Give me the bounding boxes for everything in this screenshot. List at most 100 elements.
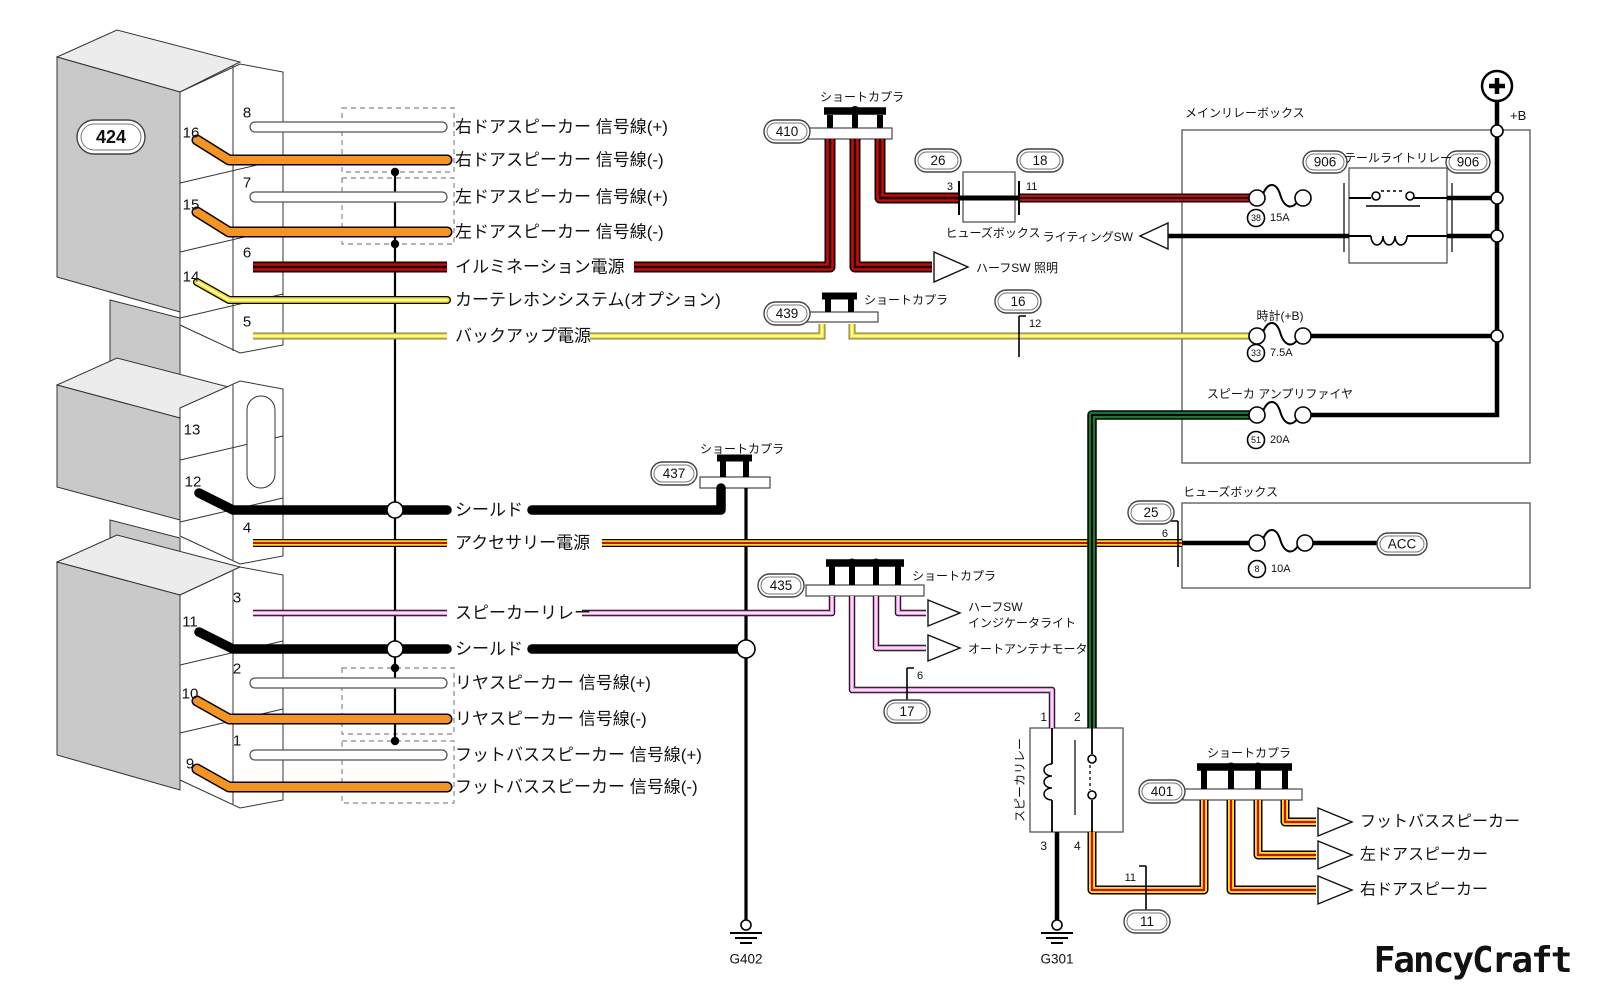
speaker-relay-label: スピーカリレー (1013, 738, 1027, 822)
fancycraft-logo: FancyCraft (1374, 940, 1571, 981)
fuse-box1-label: ヒューズボックス (945, 225, 1040, 240)
auto-antenna-arrow (927, 633, 962, 663)
ground-g301-icon (1041, 919, 1073, 944)
wire-amplifier-green (1087, 410, 1250, 728)
fuse-38-rating: 15A (1270, 212, 1290, 224)
footbass-speaker-label: フットバススピーカー (1360, 814, 1520, 831)
coupler-401-id: 401 (1151, 784, 1174, 799)
pin-10: 10 (182, 686, 199, 703)
lighting-sw-label: ライティングSW (1043, 230, 1134, 244)
plug-17-pin: 6 (917, 670, 923, 682)
plug-25-id: 25 (1143, 505, 1158, 520)
relay-pin-2: 2 (1074, 710, 1081, 724)
label-shield-lower: シールド (455, 640, 523, 659)
pin-14: 14 (183, 269, 200, 286)
coupler-id-ovals: 410 439 437 435 401 (650, 119, 1186, 804)
main-relay-box-label: メインリレーボックス (1185, 106, 1305, 120)
wire-rear-speaker-plus (249, 677, 448, 689)
coupler-410-short (824, 106, 886, 128)
plug-11-id: 11 (1140, 914, 1154, 929)
wire-right-door-minus (191, 134, 453, 166)
plug-17-id: 17 (899, 704, 914, 719)
left-door-speaker-label: 左ドアスピーカー (1360, 846, 1488, 864)
half-sw-indicator-arrow (927, 598, 962, 628)
plug-906-right-id: 906 (1457, 155, 1480, 170)
connector-pin-numbers: 8 16 7 15 6 14 5 13 12 4 3 11 2 10 1 9 (182, 105, 252, 773)
connector-424-oval: 424 (76, 119, 146, 155)
destination-labels: ハーフSW 照明 ライティングSW 時計(+B) スピーカ アンプリファイヤ ハ… (968, 108, 1526, 899)
fuse-51 (1248, 401, 1312, 425)
pin-5: 5 (243, 314, 251, 331)
connector-latch (246, 395, 276, 489)
ground-g402-icon (730, 919, 762, 944)
label-rear-minus: リヤスピーカー 信号線(-) (455, 710, 647, 729)
label-shield-upper: シールド (455, 501, 523, 520)
pin-13: 13 (184, 422, 201, 439)
plug-26-pin: 3 (947, 181, 953, 193)
pin-15: 15 (183, 197, 200, 214)
label-left-door-plus: 左ドアスピーカー 信号線(+) (455, 188, 668, 207)
plug-25-pin: 6 (1162, 528, 1168, 540)
plug-pin-numbers: 3 11 12 6 6 11 (917, 181, 1168, 884)
fuse-38 (1248, 184, 1312, 208)
black-circuit-lines (1054, 101, 1500, 920)
fuse-8 (1248, 529, 1314, 553)
fuse-box2-label: ヒューズボックス (1183, 484, 1278, 499)
pin-7: 7 (243, 175, 251, 192)
coupler-439-label: ショートカプラ (864, 293, 948, 307)
half-sw-indicator-label-1: ハーフSW (968, 600, 1023, 614)
label-car-phone: カーテレホンシステム(オプション) (455, 291, 721, 310)
lighting-sw-arrow (1138, 221, 1169, 251)
ground-g301-label: G301 (1040, 952, 1073, 967)
label-backup-power: バックアップ電源 (455, 327, 591, 346)
pin-2: 2 (233, 661, 241, 678)
left-door-speaker-arrow (1317, 839, 1354, 871)
relay-pin-4: 4 (1074, 839, 1081, 853)
speaker-relay-internals (1043, 728, 1097, 832)
wire-backup-power (253, 324, 1250, 340)
plus-b-junctions (1490, 124, 1504, 343)
fuse-33 (1248, 322, 1312, 346)
shield-drain-and-twist-boxes (341, 107, 455, 804)
label-footbass-plus: フットバススピーカー 信号線(+) (455, 746, 702, 765)
coupler-401-short (1197, 762, 1292, 789)
acc-oval: ACC (1376, 532, 1428, 556)
pin-8: 8 (243, 105, 251, 122)
relay-pin-1: 1 (1040, 710, 1047, 724)
pin-4: 4 (243, 520, 251, 537)
wire-car-phone (193, 278, 451, 304)
coupler-437-short (717, 454, 752, 477)
fuse-8-rating: 10A (1271, 563, 1291, 575)
fuse-8-id: 8 (1254, 564, 1259, 574)
wire-footbass-minus (191, 763, 453, 793)
pin-6: 6 (243, 245, 251, 262)
coupler-labels: ショートカプラ ショートカプラ ショートカプラ ショートカプラ ショートカプラ (700, 90, 1291, 760)
pin-9: 9 (186, 756, 194, 773)
pin-1: 1 (233, 733, 241, 750)
plug-26-id: 26 (930, 153, 945, 168)
coupler-439-id: 439 (776, 306, 799, 321)
acc-label: ACC (1388, 537, 1417, 552)
wire-speaker-outputs (1087, 800, 1316, 895)
coupler-410-id: 410 (776, 124, 799, 139)
tail-light-relay-internals (1343, 183, 1453, 252)
connector-424-id: 424 (96, 127, 126, 147)
tail-relay-label: テールライトリレー (1344, 151, 1452, 165)
wire-speaker-relay-pink (253, 596, 1056, 728)
half-sw-light-arrow (933, 250, 970, 284)
fuse-38-id: 38 (1251, 213, 1261, 223)
connector-424-block (55, 29, 284, 809)
half-sw-indicator-label-2: インジケータライト (968, 616, 1076, 630)
right-door-speaker-arrow (1317, 874, 1354, 906)
label-speaker-relay-wire: スピーカーリレー (455, 604, 591, 623)
wire-shield-upper (194, 483, 726, 515)
tail-light-relay-box (1348, 167, 1448, 264)
plug-18-id: 18 (1032, 153, 1047, 168)
coupler-435-label: ショートカプラ (912, 569, 996, 583)
coupler-437-id: 437 (663, 466, 686, 481)
fuse-id-badges: 38 15A 33 7.5A 51 20A 8 10A (1246, 208, 1293, 579)
plug-906-left-id: 906 (1314, 155, 1337, 170)
relay-pin-3: 3 (1040, 839, 1047, 853)
battery-plus-icon (1480, 69, 1514, 103)
